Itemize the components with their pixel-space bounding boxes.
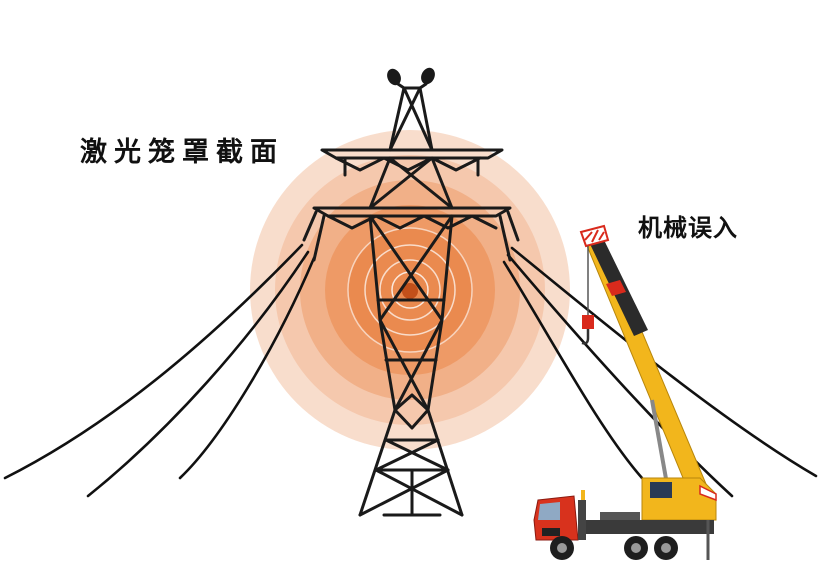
power-line-left-1 — [3, 243, 304, 480]
power-line-left-3 — [178, 256, 316, 480]
laser-cage-section-label: 激光笼罩截面 — [80, 137, 284, 168]
truck-windshield — [538, 502, 560, 520]
power-lines — [3, 243, 818, 498]
laser-ring — [364, 244, 456, 336]
crane-hook-block — [582, 315, 594, 329]
crane-cab-window — [650, 482, 672, 498]
laser-center-dot — [402, 283, 418, 299]
truck-chassis — [578, 520, 714, 534]
mechanical-intrusion-label: 机械误入 — [638, 214, 738, 242]
crane-boom-red-band — [606, 280, 626, 296]
crane-truck-icon — [533, 224, 717, 560]
laser-ring — [379, 259, 441, 321]
power-line-right-2 — [506, 253, 734, 498]
transmission-tower-icon — [302, 67, 520, 517]
truck-wheels — [550, 536, 678, 560]
tower-top-insulator-left — [387, 68, 401, 86]
power-line-right-3 — [502, 260, 644, 480]
crane-hook — [581, 329, 590, 345]
power-line-right-1 — [510, 246, 818, 478]
power-line-left-2 — [86, 250, 310, 498]
tower-top-insulator-right — [421, 67, 435, 85]
